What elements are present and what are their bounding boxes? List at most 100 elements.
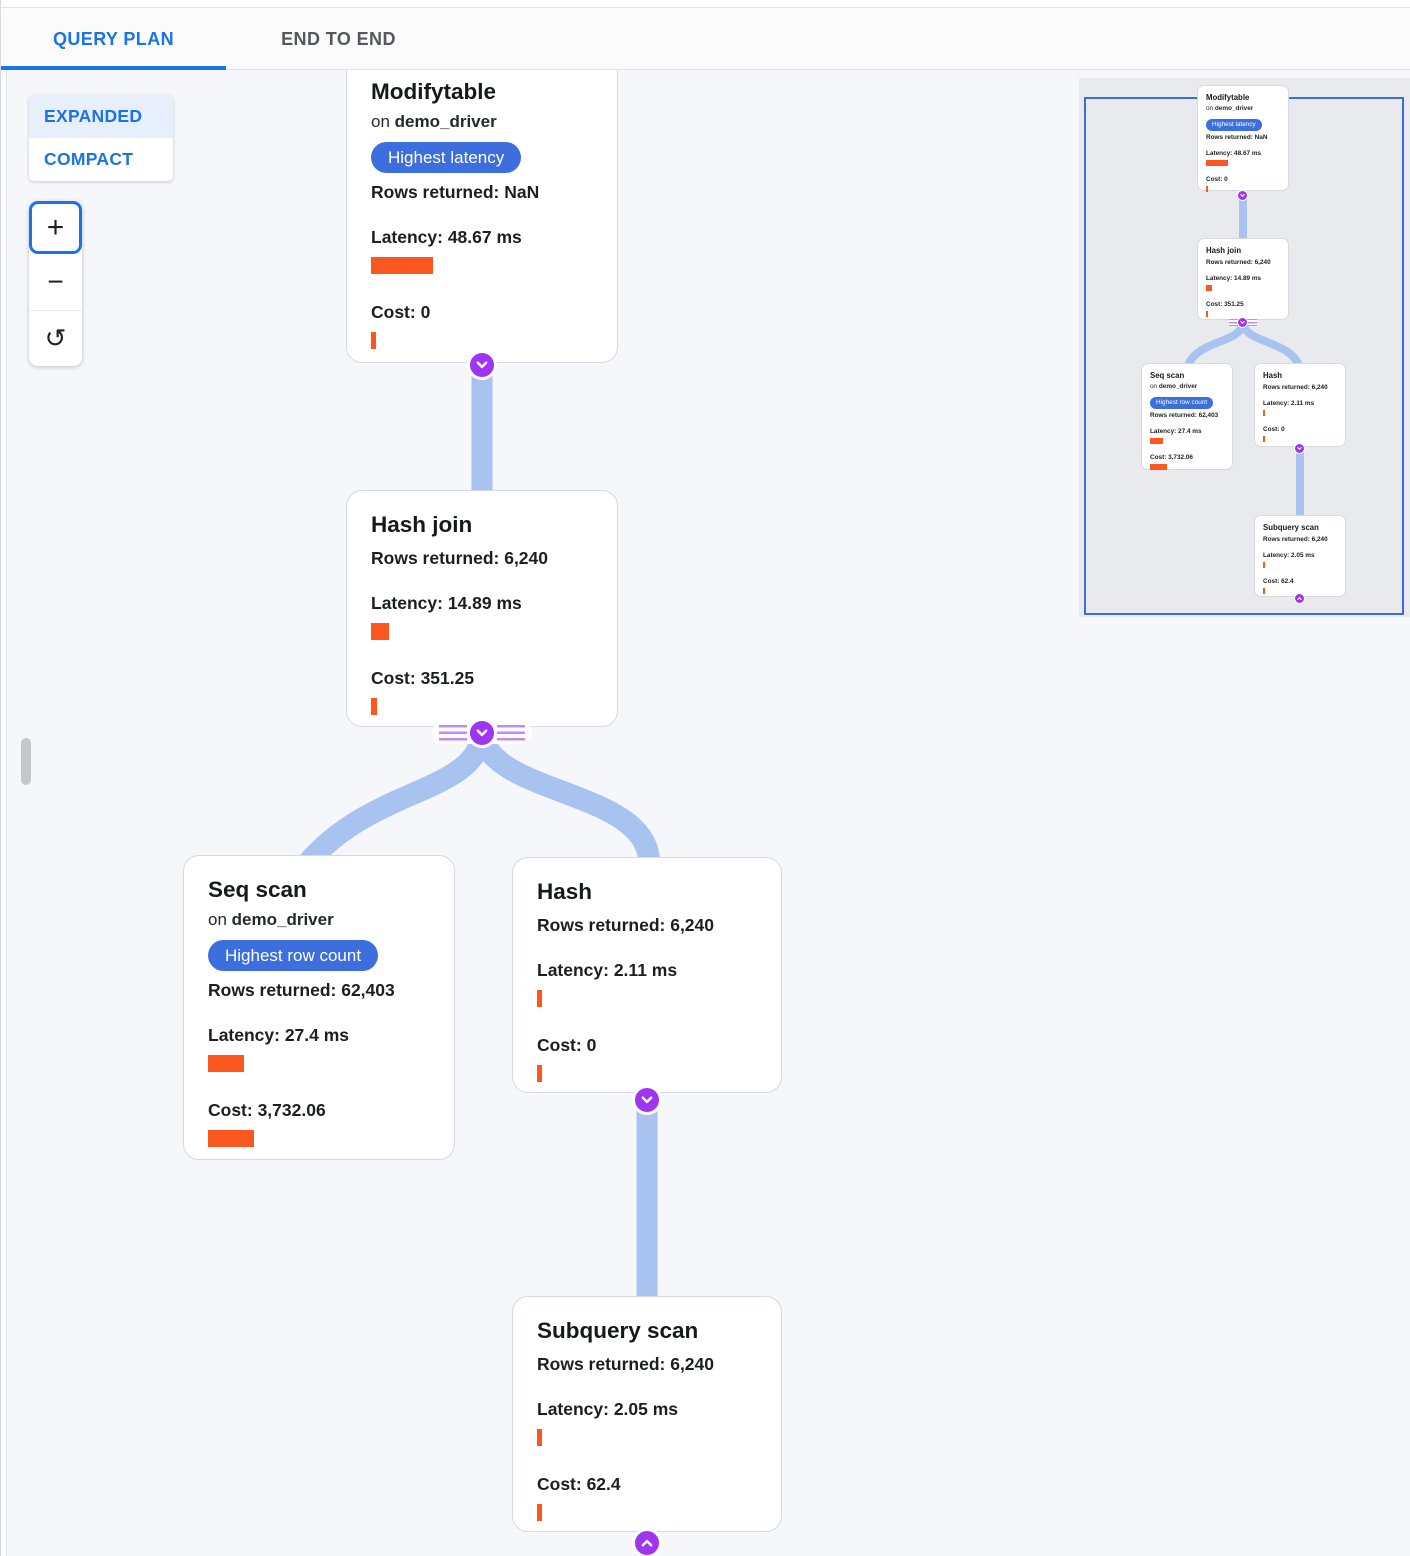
node-title: Seq scan — [1150, 371, 1185, 380]
cost-bar — [1150, 464, 1167, 470]
minimap-node-hash[interactable]: Hash Rows returned: 6,240 Latency: 2.11 … — [1254, 363, 1346, 447]
latency-label: Latency: 48.67 ms — [371, 227, 522, 247]
plan-node-hash-join[interactable]: Hash join Rows returned: 6,240 Latency: … — [346, 490, 618, 727]
node-title: Hash — [1263, 371, 1283, 380]
latency-label: Latency: 14.89 ms — [1206, 275, 1262, 282]
node-title: Seq scan — [208, 877, 307, 902]
cost-bar — [208, 1130, 254, 1147]
latency-label: Latency: 27.4 ms — [208, 1025, 350, 1045]
node-title: Subquery scan — [537, 1318, 699, 1343]
tab-bar: QUERY PLAN END TO END — [1, 9, 1410, 70]
plan-edges — [298, 366, 661, 1300]
node-title: Subquery scan — [1263, 523, 1319, 532]
rows-returned-label: Rows returned: NaN — [371, 182, 540, 202]
highest-row-count-badge: Highest row count — [208, 940, 379, 971]
zoom-out-button[interactable]: − — [29, 254, 82, 310]
minimap-node-modifytable[interactable]: Modifytable on demo_driver Highest laten… — [1197, 85, 1289, 192]
latency-label: Latency: 2.11 ms — [537, 960, 678, 980]
minimap-node-subquery-scan[interactable]: Subquery scan Rows returned: 6,240 Laten… — [1254, 515, 1346, 597]
edge-bundle-lines-right — [497, 725, 525, 741]
zoom-reset-button[interactable]: ↺ — [29, 310, 82, 366]
latency-label: Latency: 2.05 ms — [537, 1399, 679, 1419]
cost-bar — [1206, 311, 1209, 317]
cost-bar — [1263, 588, 1265, 594]
cost-label: Cost: 351.25 — [1206, 301, 1244, 308]
latency-bar — [1263, 562, 1265, 568]
edge-bundle-lines-right — [1247, 319, 1257, 326]
reset-view-icon: ↺ — [44, 323, 67, 353]
node-table: on demo_driver — [1206, 105, 1254, 112]
minimap-collapse-toggle-hash[interactable] — [1294, 443, 1305, 454]
plan-node-seq-scan[interactable]: Seq scan on demo_driver Highest row coun… — [183, 855, 455, 1160]
cost-bar — [1263, 436, 1265, 442]
cost-bar — [371, 698, 377, 715]
plan-canvas[interactable]: Modifytable on demo_driver Highest laten… — [1, 70, 1410, 1556]
latency-bar — [537, 990, 542, 1007]
node-table: on demo_driver — [1150, 383, 1198, 390]
cost-label: Cost: 62.4 — [1263, 578, 1294, 585]
collapse-toggle-hash[interactable] — [632, 1085, 662, 1115]
cost-bar — [1206, 186, 1208, 192]
minimap-collapse-toggle-subquery-scan[interactable] — [1294, 593, 1305, 604]
edge-bundle-lines-left — [439, 725, 467, 741]
minimap-collapse-toggle-modifytable[interactable] — [1237, 190, 1248, 201]
cost-label: Cost: 351.25 — [371, 668, 475, 688]
latency-bar — [537, 1429, 542, 1446]
edge-bundle-lines-left — [1229, 319, 1239, 326]
cost-bar — [537, 1504, 542, 1521]
rows-returned-label: Rows returned: 6,240 — [1206, 259, 1271, 266]
latency-bar — [1150, 438, 1163, 444]
tab-query-plan[interactable]: QUERY PLAN — [1, 9, 226, 70]
cost-label: Cost: 0 — [537, 1035, 597, 1055]
latency-bar — [208, 1055, 244, 1072]
plan-node-subquery-scan[interactable]: Subquery scan Rows returned: 6,240 Laten… — [512, 1296, 782, 1532]
view-mode-toggle: EXPANDED COMPACT — [29, 95, 173, 181]
latency-label: Latency: 27.4 ms — [1150, 428, 1202, 435]
tab-end-to-end[interactable]: END TO END — [281, 28, 396, 49]
rows-returned-label: Rows returned: 62,403 — [1150, 412, 1219, 419]
node-title: Hash join — [1206, 246, 1242, 255]
node-table: on demo_driver — [208, 910, 334, 929]
cost-label: Cost: 3,732.06 — [1150, 454, 1193, 461]
canvas-left-rail — [1, 70, 7, 1556]
cost-bar — [537, 1065, 542, 1082]
collapse-toggle-subquery-scan[interactable] — [632, 1528, 662, 1556]
latency-bar — [1263, 410, 1265, 416]
latency-label: Latency: 2.05 ms — [1263, 552, 1315, 559]
chevron-down-icon — [641, 1096, 653, 1104]
rows-returned-label: Rows returned: 62,403 — [208, 980, 395, 1000]
rows-returned-label: Rows returned: 6,240 — [1263, 384, 1328, 391]
node-title: Modifytable — [1206, 93, 1250, 102]
chevron-down-icon — [1240, 321, 1245, 324]
minimap-collapse-toggle-hash-join[interactable] — [1237, 317, 1248, 328]
view-mode-compact[interactable]: COMPACT — [44, 149, 134, 169]
rows-returned-label: Rows returned: NaN — [1206, 134, 1268, 141]
view-mode-expanded[interactable]: EXPANDED — [29, 95, 173, 138]
latency-label: Latency: 48.67 ms — [1206, 150, 1262, 157]
latency-bar — [1206, 285, 1213, 291]
cost-label: Cost: 62.4 — [537, 1474, 621, 1494]
minimap-node-seq-scan[interactable]: Seq scan on demo_driver Highest row coun… — [1141, 363, 1233, 470]
node-table: on demo_driver — [371, 112, 497, 131]
rows-returned-label: Rows returned: 6,240 — [371, 548, 548, 568]
cost-label: Cost: 0 — [1263, 426, 1285, 433]
top-strip — [1, 0, 1410, 8]
collapse-toggle-hash-join[interactable] — [467, 718, 497, 748]
collapse-toggle-modifytable[interactable] — [467, 350, 497, 380]
zoom-in-button[interactable]: + — [29, 201, 82, 254]
plan-node-hash[interactable]: Hash Rows returned: 6,240 Latency: 2.11 … — [512, 857, 782, 1093]
rows-returned-label: Rows returned: 6,240 — [1263, 536, 1328, 543]
highest-latency-badge: Highest latency — [1206, 118, 1262, 131]
node-title: Modifytable — [371, 79, 497, 104]
chevron-down-icon — [476, 729, 488, 737]
minimap-node-hash-join[interactable]: Hash join Rows returned: 6,240 Latency: … — [1197, 238, 1289, 320]
vertical-scrollbar[interactable] — [21, 738, 31, 785]
chevron-down-icon — [1240, 194, 1245, 197]
latency-bar — [371, 623, 389, 640]
cost-label: Cost: 0 — [371, 302, 431, 322]
minimap[interactable]: Modifytable on demo_driver Highest laten… — [1079, 78, 1410, 617]
plan-node-modifytable[interactable]: Modifytable on demo_driver Highest laten… — [346, 70, 618, 363]
highest-latency-badge: Highest latency — [371, 142, 522, 173]
node-title: Hash — [537, 879, 593, 904]
chevron-down-icon — [1297, 447, 1302, 450]
